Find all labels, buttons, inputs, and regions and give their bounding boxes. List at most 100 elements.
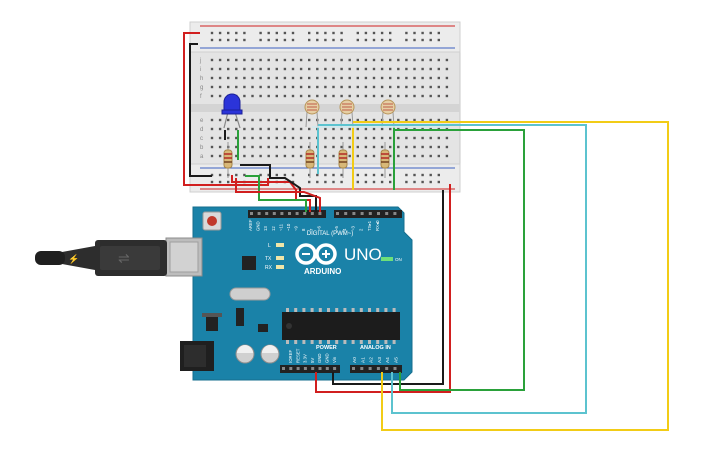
rail-hole [356, 180, 359, 184]
rail-hole [372, 31, 376, 35]
breadboard-hole [308, 85, 311, 89]
rail-hole [364, 31, 368, 35]
rail-hole [372, 180, 376, 184]
blue-led[interactable] [221, 93, 243, 129]
breadboard-hole [356, 154, 359, 158]
breadboard-hole [243, 58, 246, 62]
voltage-regulator [206, 317, 218, 331]
breadboard-hole [316, 85, 319, 89]
reset-button-cap[interactable] [207, 216, 217, 226]
digital-pin-hole [310, 212, 314, 215]
breadboard-hole [332, 58, 335, 62]
digital-header-right [334, 210, 402, 218]
breadboard-hole [421, 58, 424, 62]
resistor-1[interactable] [223, 142, 233, 178]
wire-black-top-rail[interactable] [189, 43, 212, 177]
led-tx [276, 256, 284, 260]
breadboard-hole [324, 118, 327, 122]
breadboard-hole [356, 85, 359, 89]
breadboard-hole [218, 85, 222, 89]
breadboard-hole [324, 136, 327, 140]
digital-pin-hole [280, 212, 284, 215]
breadboard-hole [340, 94, 343, 98]
breadboard-hole [218, 118, 222, 122]
rail-hole [291, 173, 295, 177]
digital-pin-hole [336, 212, 339, 215]
arduino-pcb [192, 206, 413, 381]
breadboard-hole [421, 94, 424, 98]
breadboard-hole [227, 58, 230, 62]
digital-pin-label: RX◂0 [375, 220, 380, 231]
wire-black-gnd[interactable] [332, 190, 444, 385]
rail-hole [380, 180, 384, 184]
wire-green-led-pin[interactable] [245, 175, 307, 212]
rail-hole [389, 180, 392, 184]
breadboard-hole [429, 145, 432, 149]
digital-pin-hole [368, 212, 372, 215]
rail-hole [380, 38, 384, 42]
breadboard-hole [259, 76, 262, 80]
breadboard-hole [243, 85, 246, 89]
rail-hole [421, 180, 424, 184]
breadboard-hole [421, 85, 424, 89]
photoresistor-1[interactable] [304, 99, 320, 128]
photoresistor-3[interactable] [380, 99, 396, 128]
breadboard-hole [324, 67, 327, 71]
resistor-4[interactable] [380, 142, 390, 178]
breadboard-hole [380, 145, 384, 149]
wire-red-led-pin-2[interactable] [235, 178, 321, 212]
breadboard-hole [299, 154, 303, 158]
rail-hole [291, 180, 295, 184]
breadboard-hole [397, 136, 400, 140]
breadboard-hole [299, 76, 303, 80]
breadboard-hole [421, 118, 424, 122]
breadboard-hole [405, 118, 408, 122]
breadboard-hole [291, 154, 295, 158]
breadboard-hole [413, 58, 416, 62]
power-header [280, 365, 340, 373]
digital-pin-label: 13 [263, 226, 268, 231]
top-power-rail [189, 21, 461, 53]
wire-red-led-pin[interactable] [231, 175, 311, 212]
breadboard-hole [324, 85, 327, 89]
breadboard-hole [218, 76, 222, 80]
breadboard-hole [405, 85, 408, 89]
rail-hole [413, 180, 416, 184]
rail-hole [308, 180, 311, 184]
rail-hole [210, 180, 214, 184]
resistor-3[interactable] [338, 142, 348, 178]
power-pin-label: 5V [310, 358, 315, 363]
breadboard-hole [210, 58, 214, 62]
resistor-2[interactable] [305, 142, 315, 178]
breadboard-hole [380, 67, 384, 71]
breadboard-hole [364, 154, 368, 158]
rail-hole [243, 31, 246, 35]
breadboard-hole [267, 85, 270, 89]
breadboard-hole [389, 76, 392, 80]
breadboard-hole [316, 58, 319, 62]
rail-hole [324, 173, 327, 177]
rail-hole [429, 38, 432, 42]
breadboard-hole [380, 94, 384, 98]
wire-yellow-analog[interactable] [353, 121, 669, 431]
wire-green-analog[interactable] [394, 129, 525, 391]
rail-hole [316, 31, 319, 35]
rail-hole [243, 173, 246, 177]
breadboard-hole [364, 67, 368, 71]
breadboard-hole [218, 145, 222, 149]
breadboard-hole [235, 58, 238, 62]
breadboard-hole [356, 76, 359, 80]
row-letter-d: d [200, 127, 203, 133]
wire-cyan-analog[interactable] [318, 124, 587, 414]
breadboard-hole [275, 145, 278, 149]
breadboard-hole [251, 85, 254, 89]
rail-hole [316, 173, 319, 177]
breadboard-hole [291, 127, 295, 131]
breadboard-hole [372, 94, 376, 98]
rail-hole [218, 180, 222, 184]
breadboard-hole [291, 118, 295, 122]
rail-hole [413, 38, 416, 42]
rail-hole [283, 173, 287, 177]
breadboard-hole [364, 145, 368, 149]
breadboard-hole [348, 76, 351, 80]
